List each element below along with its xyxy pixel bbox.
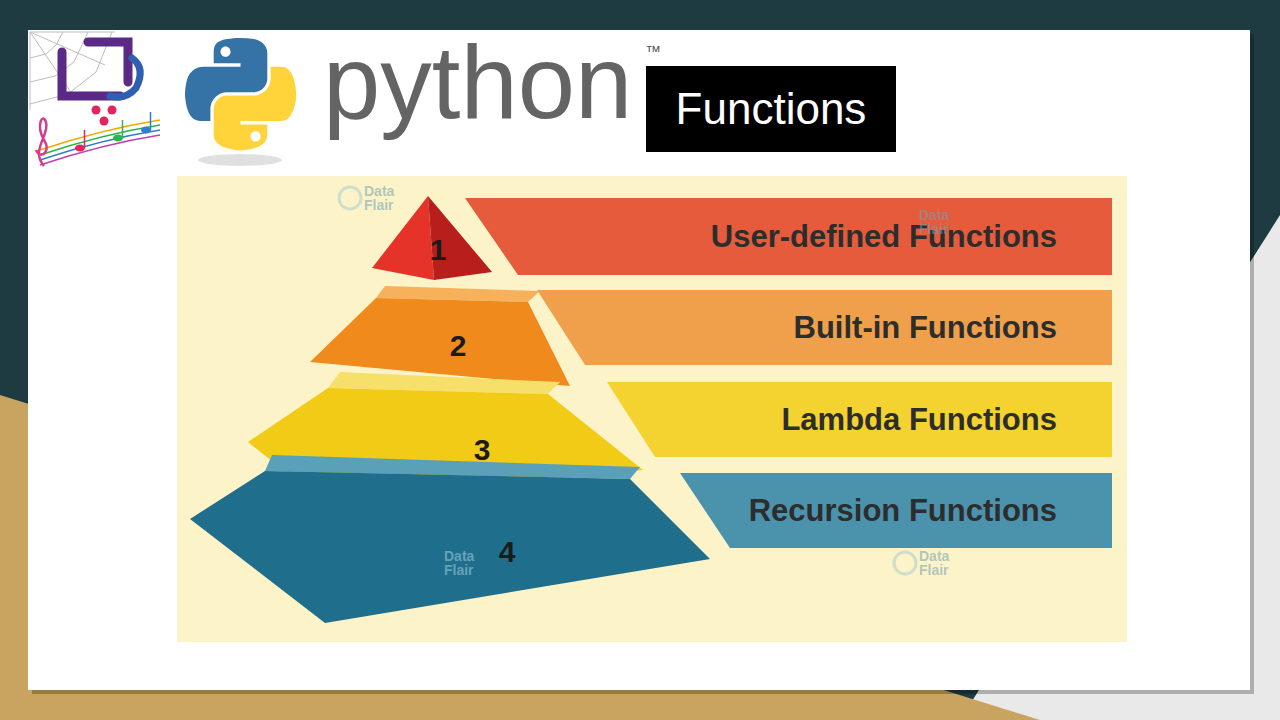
watermark: Data Flair	[444, 549, 488, 577]
text-area: Recursion Functions	[735, 473, 1057, 548]
shape-face	[537, 290, 1112, 365]
category-band: Lambda Functions	[607, 382, 1112, 457]
level-number: 1	[412, 233, 464, 268]
watermark: Data Flair	[919, 208, 963, 236]
node-label: Lambda Functions	[662, 402, 1057, 438]
brand-logo	[30, 32, 160, 166]
category-band: Recursion Functions	[680, 473, 1112, 548]
node-label: Built-in Functions	[592, 310, 1057, 346]
node-label: User-defined Functions	[525, 219, 1057, 255]
text-area: Functions	[646, 66, 896, 152]
music-staff	[40, 135, 160, 165]
text-area: 4	[481, 530, 533, 574]
music-staff	[40, 120, 160, 150]
logo-stroke	[62, 52, 120, 96]
level-number: 4	[481, 535, 533, 570]
illustration-panel	[177, 176, 1127, 642]
music-staff	[40, 125, 160, 155]
logo-shadow	[198, 154, 282, 166]
text-area: Built-in Functions	[592, 290, 1057, 365]
text-area: Lambda Functions	[662, 382, 1057, 457]
level-number: 2	[432, 329, 484, 364]
watermark: Data Flair	[919, 549, 963, 577]
logo-dot	[108, 106, 117, 115]
node-label: Functions	[646, 84, 896, 135]
node-outline	[190, 455, 712, 625]
category-band: User-defined Functions	[465, 198, 1112, 275]
music-staff	[40, 130, 160, 160]
title-box: Functions	[646, 66, 896, 152]
node-label: Recursion Functions	[735, 493, 1057, 529]
shape-face	[680, 473, 1112, 548]
category-band: Built-in Functions	[537, 290, 1112, 365]
logo-stroke	[110, 58, 140, 97]
music-note	[75, 112, 151, 152]
white-card	[28, 30, 1250, 690]
python-logo	[185, 38, 296, 150]
pyramid-level: 4	[190, 455, 712, 625]
logo-dot	[100, 117, 109, 126]
text-area: 2	[432, 324, 484, 368]
text-area: 1	[412, 228, 464, 272]
text-area: User-defined Functions	[525, 198, 1057, 275]
treble-clef	[36, 119, 47, 166]
logo-wordmark: python	[323, 31, 653, 134]
shape-face	[465, 198, 1112, 275]
shape-face	[190, 471, 710, 623]
shape-face	[646, 66, 896, 152]
watermark: Data Flair	[364, 184, 408, 212]
logo-dot	[92, 106, 101, 115]
logo-stroke	[88, 42, 128, 82]
shape-face	[607, 382, 1112, 457]
trademark-sign: ™	[645, 44, 675, 60]
